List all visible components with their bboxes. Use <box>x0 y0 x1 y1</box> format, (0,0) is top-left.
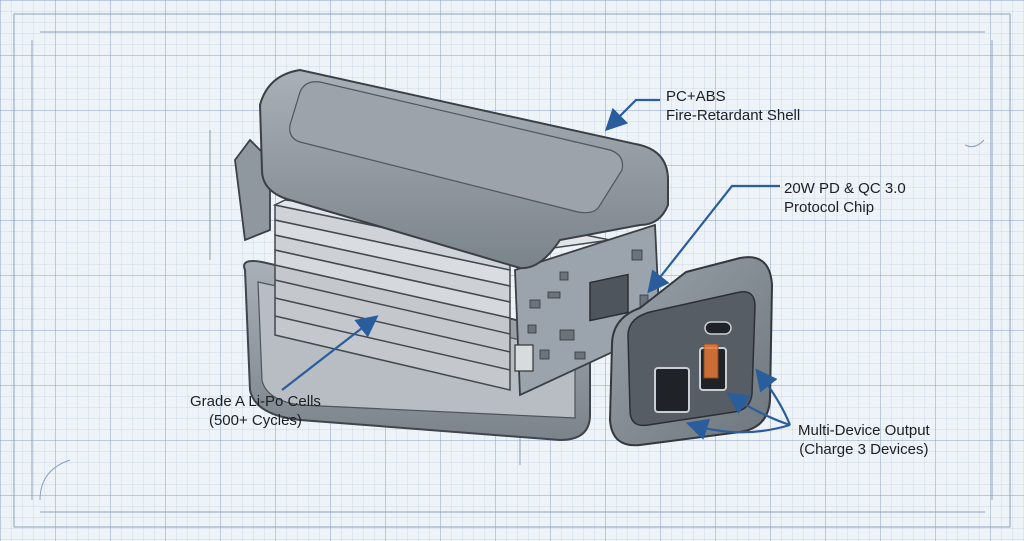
output-arrow-1 <box>685 418 791 440</box>
top-shell <box>234 68 669 270</box>
callout-chip-line2: Protocol Chip <box>784 199 875 216</box>
protocol-chip <box>589 273 629 322</box>
callout-shell-line1: PC+ABS <box>666 88 726 105</box>
usb-a-port-1 <box>654 367 690 413</box>
callout-cells-line2: (500+ Cycles) <box>208 412 302 429</box>
callout-output-line2: (Charge 3 Devices) <box>799 441 929 458</box>
callout-shell: PC+ABS Fire-Retardant Shell <box>666 87 800 125</box>
micro-usb-port <box>514 344 534 372</box>
callout-chip-line1: 20W PD & QC 3.0 <box>784 180 906 197</box>
callout-shell-line2: Fire-Retardant Shell <box>666 107 801 124</box>
callout-output-line1: Multi-Device Output <box>798 422 930 439</box>
shell-arrow <box>604 98 660 132</box>
callout-cells-line1: Grade A Li-Po Cells <box>190 393 321 410</box>
callout-output: Multi-Device Output (Charge 3 Devices) <box>798 421 930 459</box>
cells-arrow <box>281 315 379 391</box>
output-arrow-3 <box>755 368 792 426</box>
chip-arrow <box>647 184 780 294</box>
blueprint-frame <box>13 13 1011 528</box>
callout-cells: Grade A Li-Po Cells (500+ Cycles) <box>190 392 321 430</box>
callout-arrows <box>281 98 792 440</box>
output-arrow-2 <box>726 392 791 427</box>
pcb-board <box>514 223 661 397</box>
usb-c-port <box>704 321 732 335</box>
callout-chip: 20W PD & QC 3.0 Protocol Chip <box>784 179 906 217</box>
